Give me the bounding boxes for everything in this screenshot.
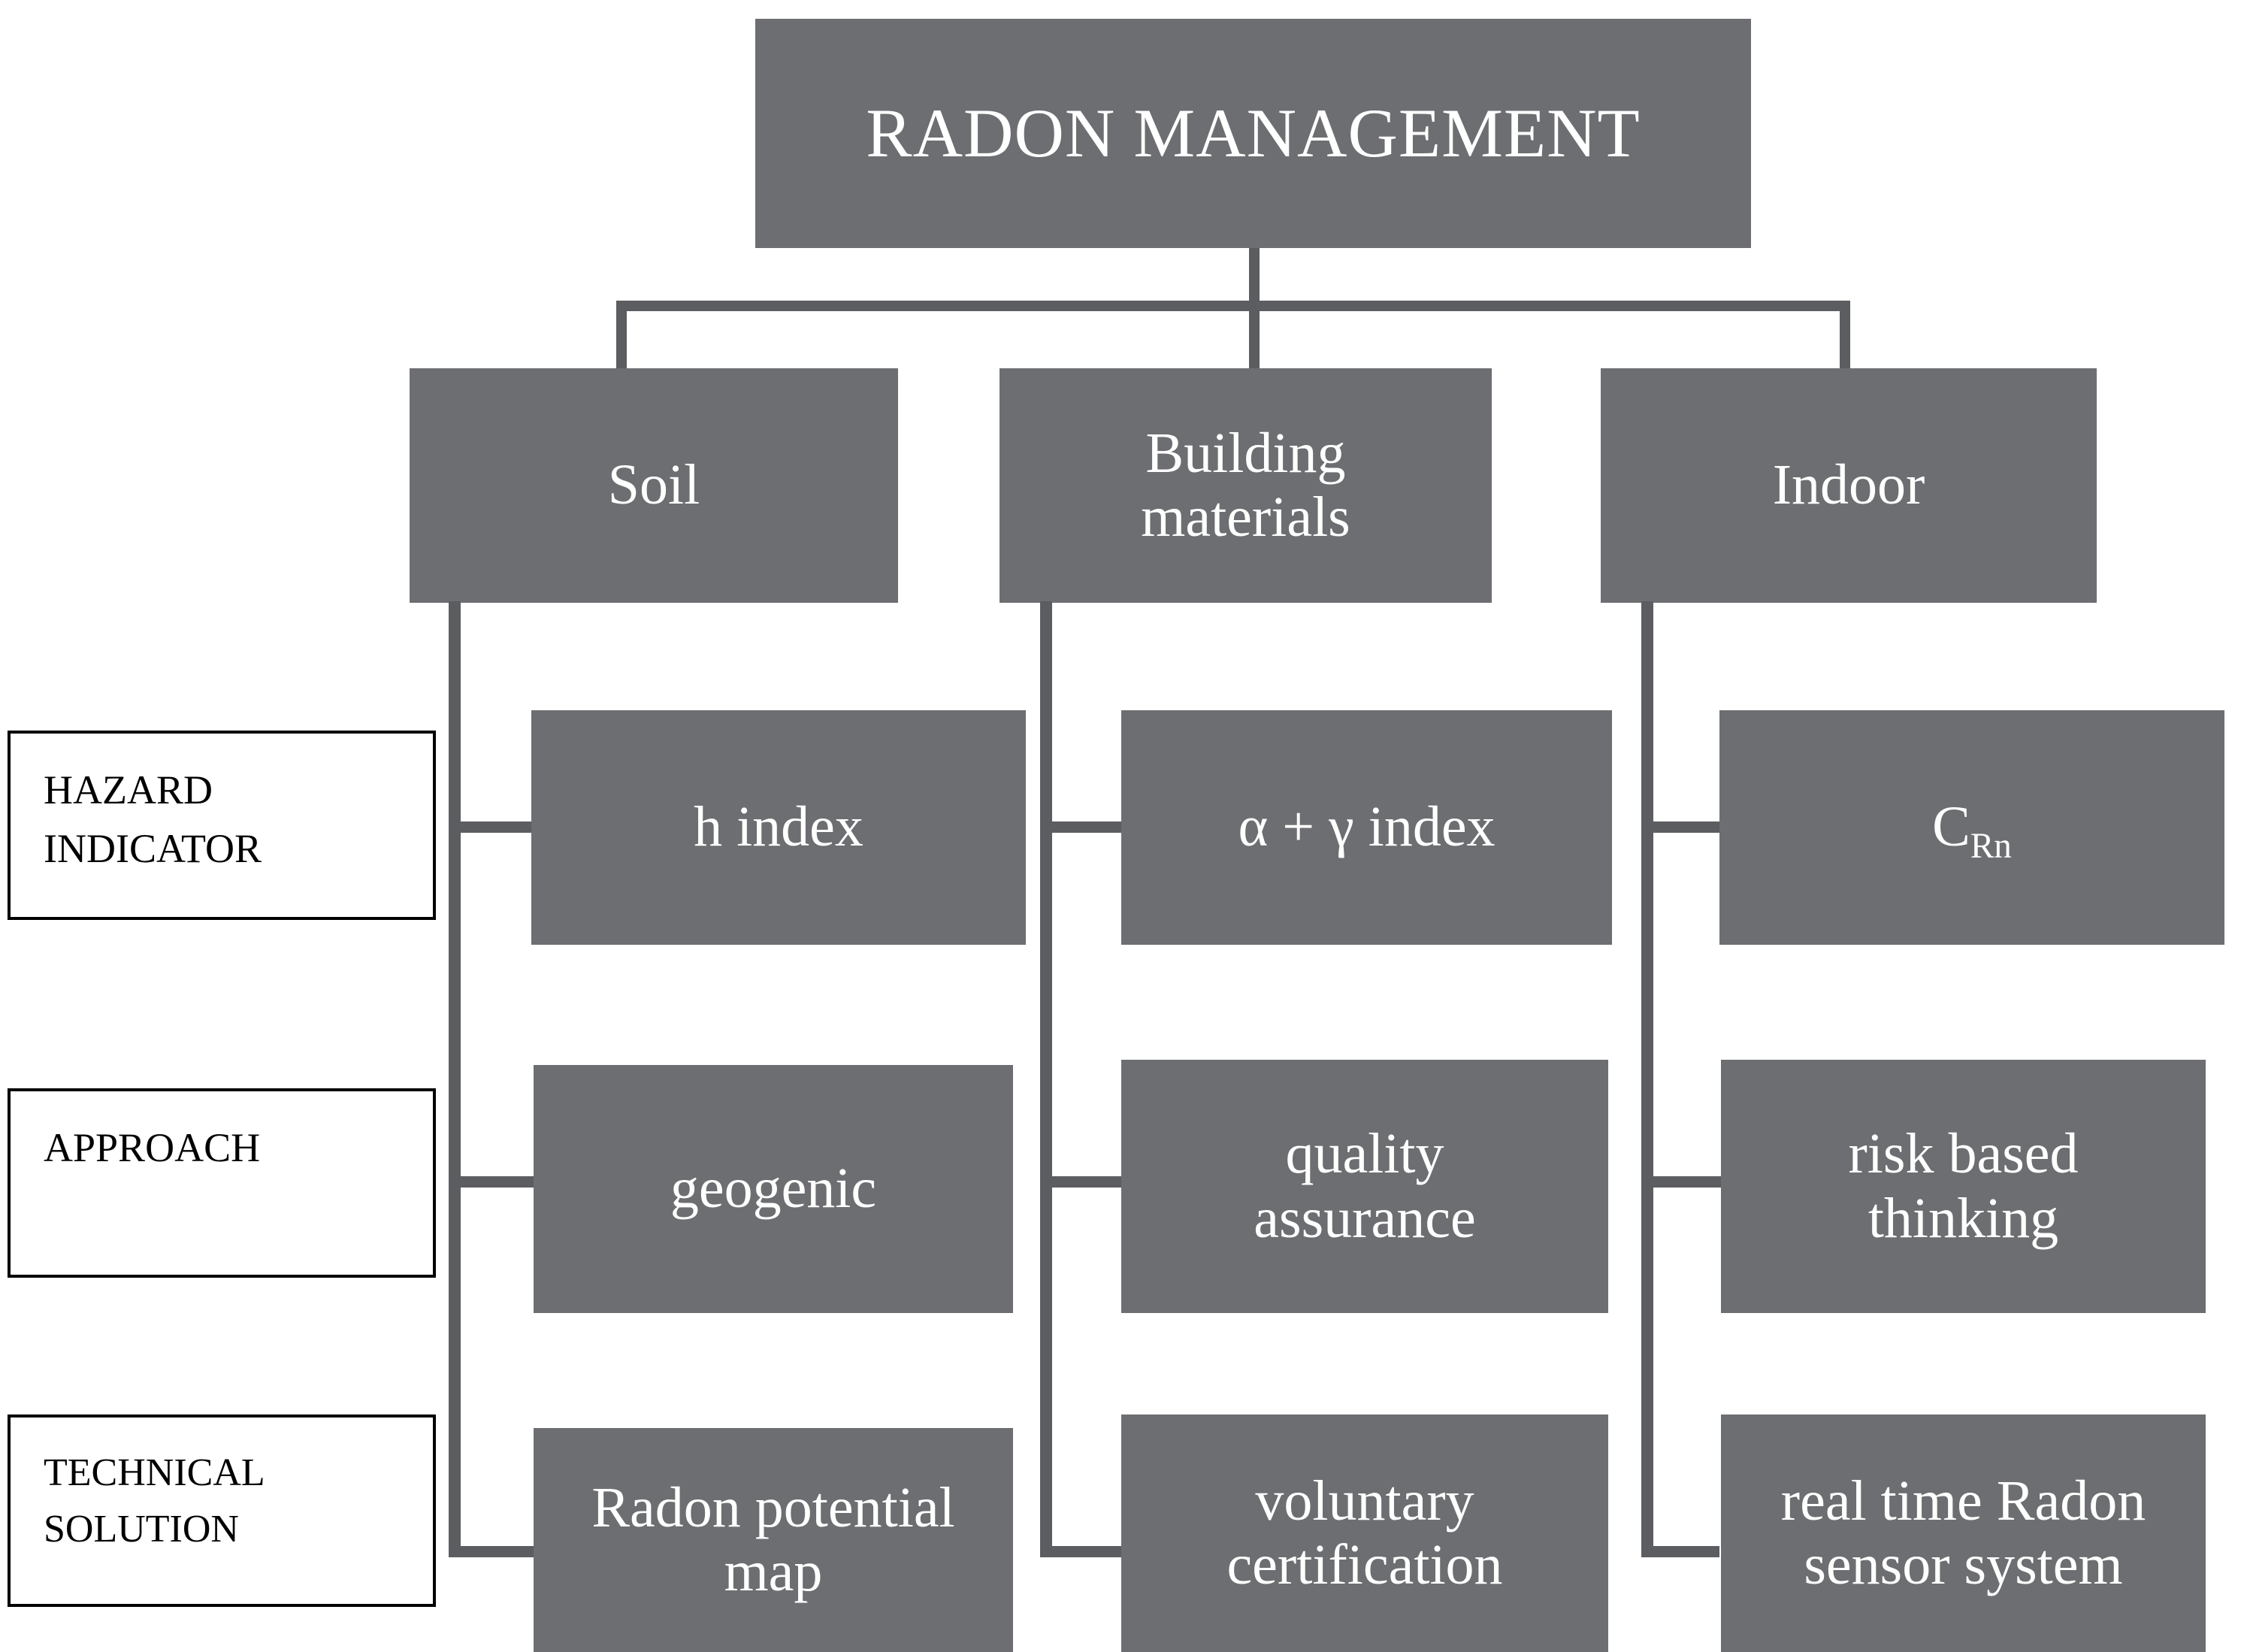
connector-drop-soil [616,301,627,368]
node-technical-solution-indoor-line2: sensor system [1804,1533,2123,1596]
connector-indoor-approach [1641,1176,1722,1188]
node-approach-soil[interactable]: geogenic [534,1065,1013,1313]
node-technical-solution-building-materials-line2: certification [1226,1533,1503,1596]
row-label-technical-solution-line2: SOLUTION [44,1508,239,1551]
node-hazard-indicator-indoor[interactable]: CRn [1719,710,2224,945]
connector-root-horizontal [616,301,1850,311]
connector-indoor-hazard-indicator [1641,821,1719,833]
node-technical-solution-soil[interactable]: Radon potential map [534,1428,1013,1652]
connector-branch-indoor-vertical [1641,601,1653,1557]
node-approach-building-materials-line1: quality [1285,1122,1444,1186]
node-technical-solution-building-materials[interactable]: voluntary certification [1121,1414,1608,1652]
row-label-approach: APPROACH [8,1088,436,1278]
connector-branch-soil-vertical [449,601,461,1557]
connector-soil-approach [449,1176,534,1188]
row-label-technical-solution-line1: TECHNICAL [44,1451,265,1494]
node-category-soil[interactable]: Soil [410,368,898,603]
node-category-building-materials-label-line1: Building [1145,421,1346,485]
node-hazard-indicator-indoor-label: CRn [1932,795,2012,864]
node-category-building-materials-label-line2: materials [1141,486,1350,549]
node-category-soil-label: Soil [607,453,700,517]
connector-building-materials-approach [1040,1176,1123,1188]
node-technical-solution-soil-line1: Radon potential [591,1475,955,1539]
connector-building-materials-technical-solution [1040,1546,1123,1557]
connector-root-stem [1249,248,1260,308]
row-label-technical-solution: TECHNICAL SOLUTION [8,1414,436,1607]
row-label-hazard-indicator-line1: HAZARD [44,767,213,812]
connector-drop-building-materials [1249,301,1260,368]
node-approach-soil-label: geogenic [670,1157,877,1221]
node-hazard-indicator-building-materials[interactable]: α + γ index [1121,710,1612,945]
node-radon-management[interactable]: RADON MANAGEMENT [755,19,1751,248]
node-category-indoor[interactable]: Indoor [1601,368,2097,603]
node-hazard-indicator-soil-label: h index [694,795,863,859]
connector-drop-indoor [1840,301,1850,368]
row-label-approach-line1: APPROACH [44,1125,261,1170]
row-label-hazard-indicator: HAZARD INDICATOR [8,731,436,920]
node-hazard-indicator-building-materials-label: α + γ index [1238,795,1496,859]
node-technical-solution-building-materials-line1: voluntary [1255,1469,1474,1532]
row-label-hazard-indicator-line2: INDICATOR [44,826,262,872]
node-approach-indoor-line2: thinking [1868,1186,2059,1250]
connector-soil-technical-solution [449,1546,534,1557]
node-technical-solution-indoor-line1: real time Radon [1780,1469,2146,1532]
node-hazard-indicator-indoor-subscript: Rn [1970,827,2012,867]
connector-soil-hazard-indicator [449,821,531,833]
node-hazard-indicator-indoor-base: C [1932,795,1970,859]
connector-building-materials-hazard-indicator [1040,821,1123,833]
node-radon-management-label: RADON MANAGEMENT [866,94,1641,171]
node-technical-solution-indoor[interactable]: real time Radon sensor system [1721,1414,2206,1652]
node-approach-building-materials[interactable]: quality assurance [1121,1060,1608,1313]
node-category-indoor-label: Indoor [1772,453,1925,517]
node-technical-solution-soil-line2: map [724,1540,823,1603]
connector-branch-building-materials-vertical [1040,601,1052,1557]
node-hazard-indicator-soil[interactable]: h index [531,710,1026,945]
node-approach-building-materials-line2: assurance [1254,1186,1476,1250]
node-category-building-materials[interactable]: Building materials [1000,368,1492,603]
node-approach-indoor-line1: risk based [1848,1122,2079,1186]
connector-indoor-technical-solution [1641,1546,1719,1557]
node-approach-indoor[interactable]: risk based thinking [1721,1060,2206,1313]
